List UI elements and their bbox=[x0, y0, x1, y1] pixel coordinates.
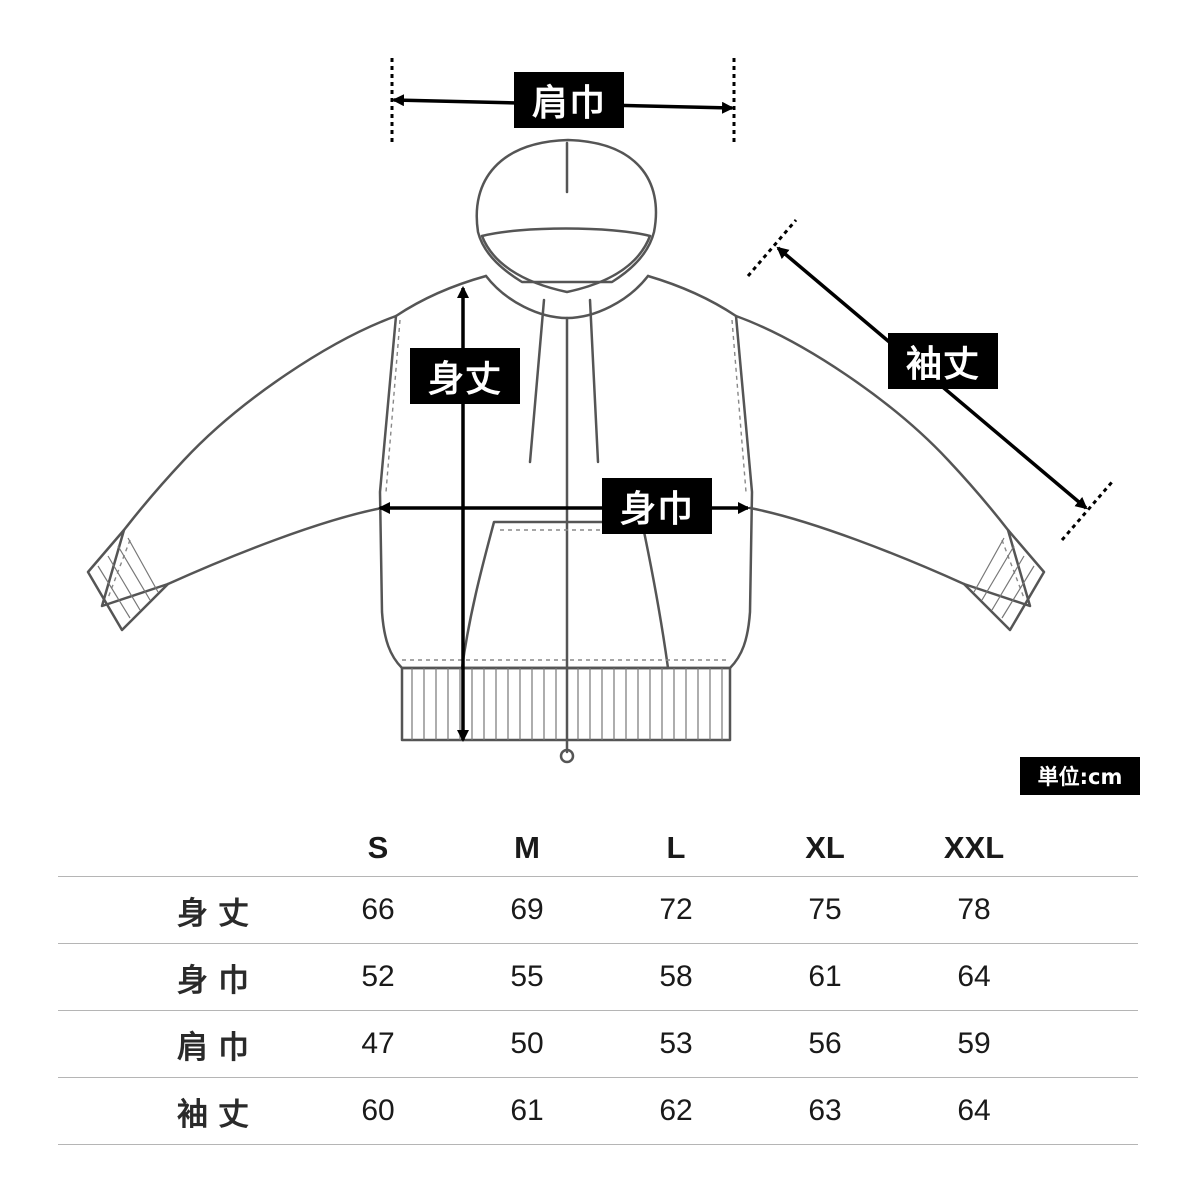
table-cell: 53 bbox=[659, 1027, 693, 1060]
table-cell: 63 bbox=[808, 1094, 842, 1127]
row-label: 身丈 bbox=[177, 895, 259, 932]
ribbing bbox=[97, 537, 1035, 740]
table-cell: 66 bbox=[361, 893, 395, 926]
table-cell: 62 bbox=[659, 1094, 693, 1127]
hood-outline bbox=[475, 138, 658, 284]
size-header: M bbox=[514, 830, 540, 865]
table-cell: 78 bbox=[957, 893, 991, 926]
size-header-row: S M L XL XXL bbox=[58, 820, 1138, 877]
left-sleeve bbox=[100, 314, 398, 608]
zipper-pull bbox=[559, 748, 575, 764]
measure-arrows bbox=[378, 94, 1088, 742]
right-cuff bbox=[962, 528, 1046, 632]
size-header: S bbox=[367, 830, 389, 865]
table-cell: 52 bbox=[361, 960, 395, 993]
size-table: S M L XL XXL 身丈 66 69 72 75 78 身巾 52 55 … bbox=[58, 820, 1138, 1145]
hood-inner bbox=[480, 227, 652, 238]
left-cuff bbox=[86, 528, 170, 632]
row-label: 身巾 bbox=[177, 962, 259, 999]
table-cell: 60 bbox=[361, 1094, 395, 1127]
body-length-label: 身丈 bbox=[410, 348, 520, 404]
body-width-label: 身巾 bbox=[602, 478, 712, 534]
pocket bbox=[460, 520, 670, 670]
sleeve-guide-top bbox=[746, 219, 798, 277]
table-cell: 59 bbox=[957, 1027, 991, 1060]
table-cell: 56 bbox=[808, 1027, 842, 1060]
table-cell: 69 bbox=[510, 893, 544, 926]
hood-opening bbox=[480, 234, 652, 294]
table-cell: 64 bbox=[957, 1094, 991, 1127]
size-header: XXL bbox=[943, 830, 1005, 865]
table-row: 身巾 52 55 58 61 64 bbox=[58, 944, 1138, 1011]
sleeve-guide-bottom bbox=[1060, 481, 1114, 541]
table-cell: 64 bbox=[957, 960, 991, 993]
hoodie-illustration bbox=[86, 138, 1046, 764]
table-cell: 55 bbox=[510, 960, 544, 993]
unit-badge: 単位:cm bbox=[1020, 757, 1140, 795]
table-row: 袖丈 60 61 62 63 64 bbox=[58, 1078, 1138, 1145]
shoulder-width-label: 肩巾 bbox=[514, 72, 624, 128]
sleeve-length-label: 袖丈 bbox=[888, 333, 998, 389]
measure-guides bbox=[390, 58, 1114, 541]
size-header: XL bbox=[805, 830, 845, 865]
size-header: L bbox=[666, 830, 686, 865]
drawstring-left bbox=[528, 298, 546, 464]
table-cell: 58 bbox=[659, 960, 693, 993]
row-label: 肩巾 bbox=[177, 1029, 259, 1066]
table-cell: 50 bbox=[510, 1027, 544, 1060]
table-cell: 47 bbox=[361, 1027, 395, 1060]
table-row: 身丈 66 69 72 75 78 bbox=[58, 877, 1138, 944]
table-cell: 72 bbox=[659, 893, 693, 926]
table-cell: 61 bbox=[808, 960, 842, 993]
table-cell: 61 bbox=[510, 1094, 544, 1127]
table-cell: 75 bbox=[808, 893, 842, 926]
row-label: 袖丈 bbox=[177, 1096, 259, 1133]
table-row: 肩巾 47 50 53 56 59 bbox=[58, 1011, 1138, 1078]
drawstring-right bbox=[588, 298, 600, 464]
